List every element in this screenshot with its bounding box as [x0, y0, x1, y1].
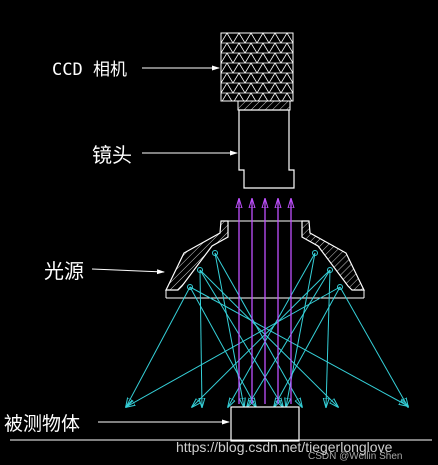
watermark-url: https://blog.csdn.net/tiegerlonglove	[176, 439, 393, 455]
camera-label: CCD 相机	[52, 60, 127, 80]
incident-rays	[126, 252, 408, 407]
object-label: 被测物体	[4, 413, 80, 435]
incident-ray	[126, 286, 191, 407]
test-object	[230, 406, 300, 442]
light-source-label: 光源	[44, 259, 84, 283]
ccd-camera-connector	[237, 100, 291, 111]
led	[187, 284, 193, 290]
incident-ray	[200, 269, 202, 407]
incident-ray	[247, 269, 331, 407]
incident-ray	[199, 269, 283, 407]
incident-ray	[339, 286, 408, 407]
light-source-leader-line	[91, 268, 165, 275]
incident-ray	[214, 252, 302, 407]
lens-label: 镜头	[92, 143, 132, 167]
incident-ray	[326, 269, 331, 407]
incident-ray	[189, 286, 408, 406]
incident-ray	[228, 252, 316, 407]
light-source-left-wall	[165, 220, 229, 291]
reflected-rays	[239, 199, 291, 404]
ccd-camera	[220, 32, 294, 111]
light-source-right-wall	[301, 220, 365, 291]
watermark-csdn: CSDN @Wellin Shen	[308, 451, 402, 462]
ccd-camera-body	[220, 32, 294, 102]
lens	[238, 109, 295, 189]
led	[337, 284, 343, 290]
